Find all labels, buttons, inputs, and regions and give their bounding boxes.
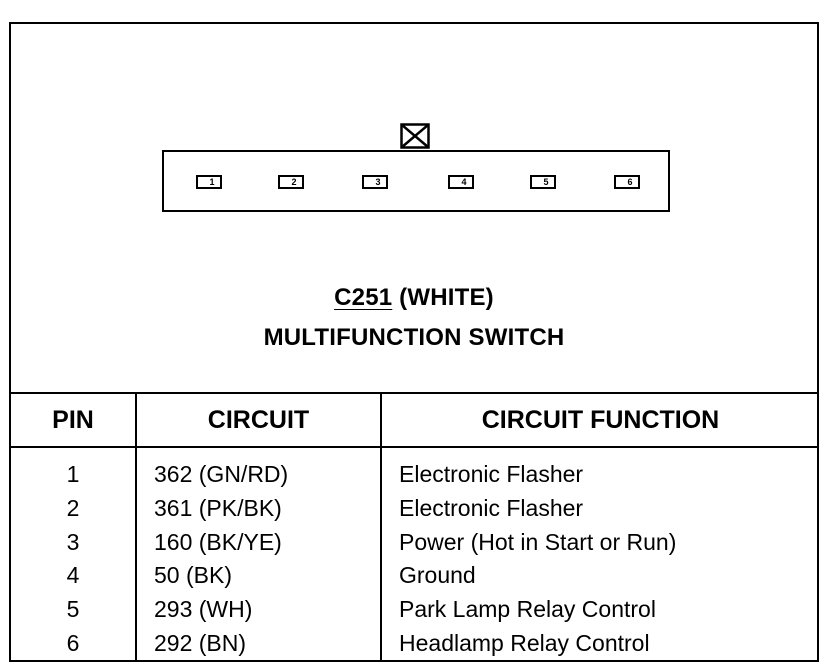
circuit-cell: 362 (GN/RD) — [154, 461, 289, 487]
circuit-cell: 50 (BK) — [154, 562, 232, 589]
column-divider — [380, 394, 382, 660]
connector-title: C251 (WHITE) — [11, 284, 817, 312]
pinout-table-body: 1 362 (GN/RD) Electronic Flasher 2 361 (… — [11, 461, 817, 664]
function-cell: Power (Hot in Start or Run) — [399, 528, 677, 555]
pin-cell: 6 — [66, 629, 80, 656]
table-row: 3 160 (BK/YE) Power (Hot in Start or Run… — [11, 529, 817, 563]
connector-diagram-frame: 1 2 3 4 5 6 C251 (WHITE) MULTIFUNCTION S… — [9, 22, 819, 662]
connector-name: MULTIFUNCTION SWITCH — [263, 324, 565, 351]
function-cell: Headlamp Relay Control — [399, 629, 650, 656]
pin-cell: 4 — [66, 562, 80, 589]
pinout-table-header — [11, 394, 817, 448]
connector-pin-4: 4 — [448, 175, 474, 189]
connector-pin-6: 6 — [614, 175, 640, 189]
function-cell: Ground — [399, 562, 476, 589]
connector-pin-3: 3 — [362, 175, 388, 189]
connector-color: (WHITE) — [399, 284, 494, 311]
pin-cell: 5 — [66, 596, 80, 623]
table-row: 5 293 (WH) Park Lamp Relay Control — [11, 596, 817, 630]
function-cell: Electronic Flasher — [399, 494, 584, 521]
connector-pin-1: 1 — [196, 175, 222, 189]
circuit-cell: 292 (BN) — [154, 629, 247, 656]
header-circuit: CIRCUIT — [207, 406, 310, 434]
function-cell: Electronic Flasher — [399, 461, 584, 487]
connector-housing: 1 2 3 4 5 6 — [162, 150, 670, 212]
circuit-cell: 361 (PK/BK) — [154, 494, 282, 521]
pin-cell: 2 — [66, 494, 80, 521]
circuit-cell: 160 (BK/YE) — [154, 528, 282, 555]
table-row: 6 292 (BN) Headlamp Relay Control — [11, 630, 817, 664]
header-circuit-function: CIRCUIT FUNCTION — [481, 406, 720, 434]
connector-id: C251 — [334, 284, 393, 311]
pin-number-label: 5 — [543, 176, 549, 187]
table-row: 1 362 (GN/RD) Electronic Flasher — [11, 461, 817, 495]
pin-cell: 1 — [66, 461, 80, 487]
connector-face-area: 1 2 3 4 5 6 C251 (WHITE) MULTIFUNCTION S… — [11, 24, 817, 394]
pin-number-label: 6 — [627, 176, 633, 187]
pin-number-label: 3 — [375, 176, 381, 187]
table-row: 4 50 (BK) Ground — [11, 562, 817, 596]
pin-cell: 3 — [66, 528, 80, 555]
circuit-cell: 293 (WH) — [154, 596, 253, 623]
function-cell: Park Lamp Relay Control — [399, 596, 656, 623]
connector-pin-5: 5 — [530, 175, 556, 189]
connector-pin-2: 2 — [278, 175, 304, 189]
header-pin: PIN — [52, 406, 94, 434]
pin-number-label: 1 — [209, 176, 215, 187]
connector-lock-icon — [400, 123, 430, 149]
table-row: 2 361 (PK/BK) Electronic Flasher — [11, 495, 817, 529]
pin-number-label: 2 — [291, 176, 297, 187]
pin-number-label: 4 — [461, 176, 467, 187]
column-divider — [135, 394, 137, 660]
